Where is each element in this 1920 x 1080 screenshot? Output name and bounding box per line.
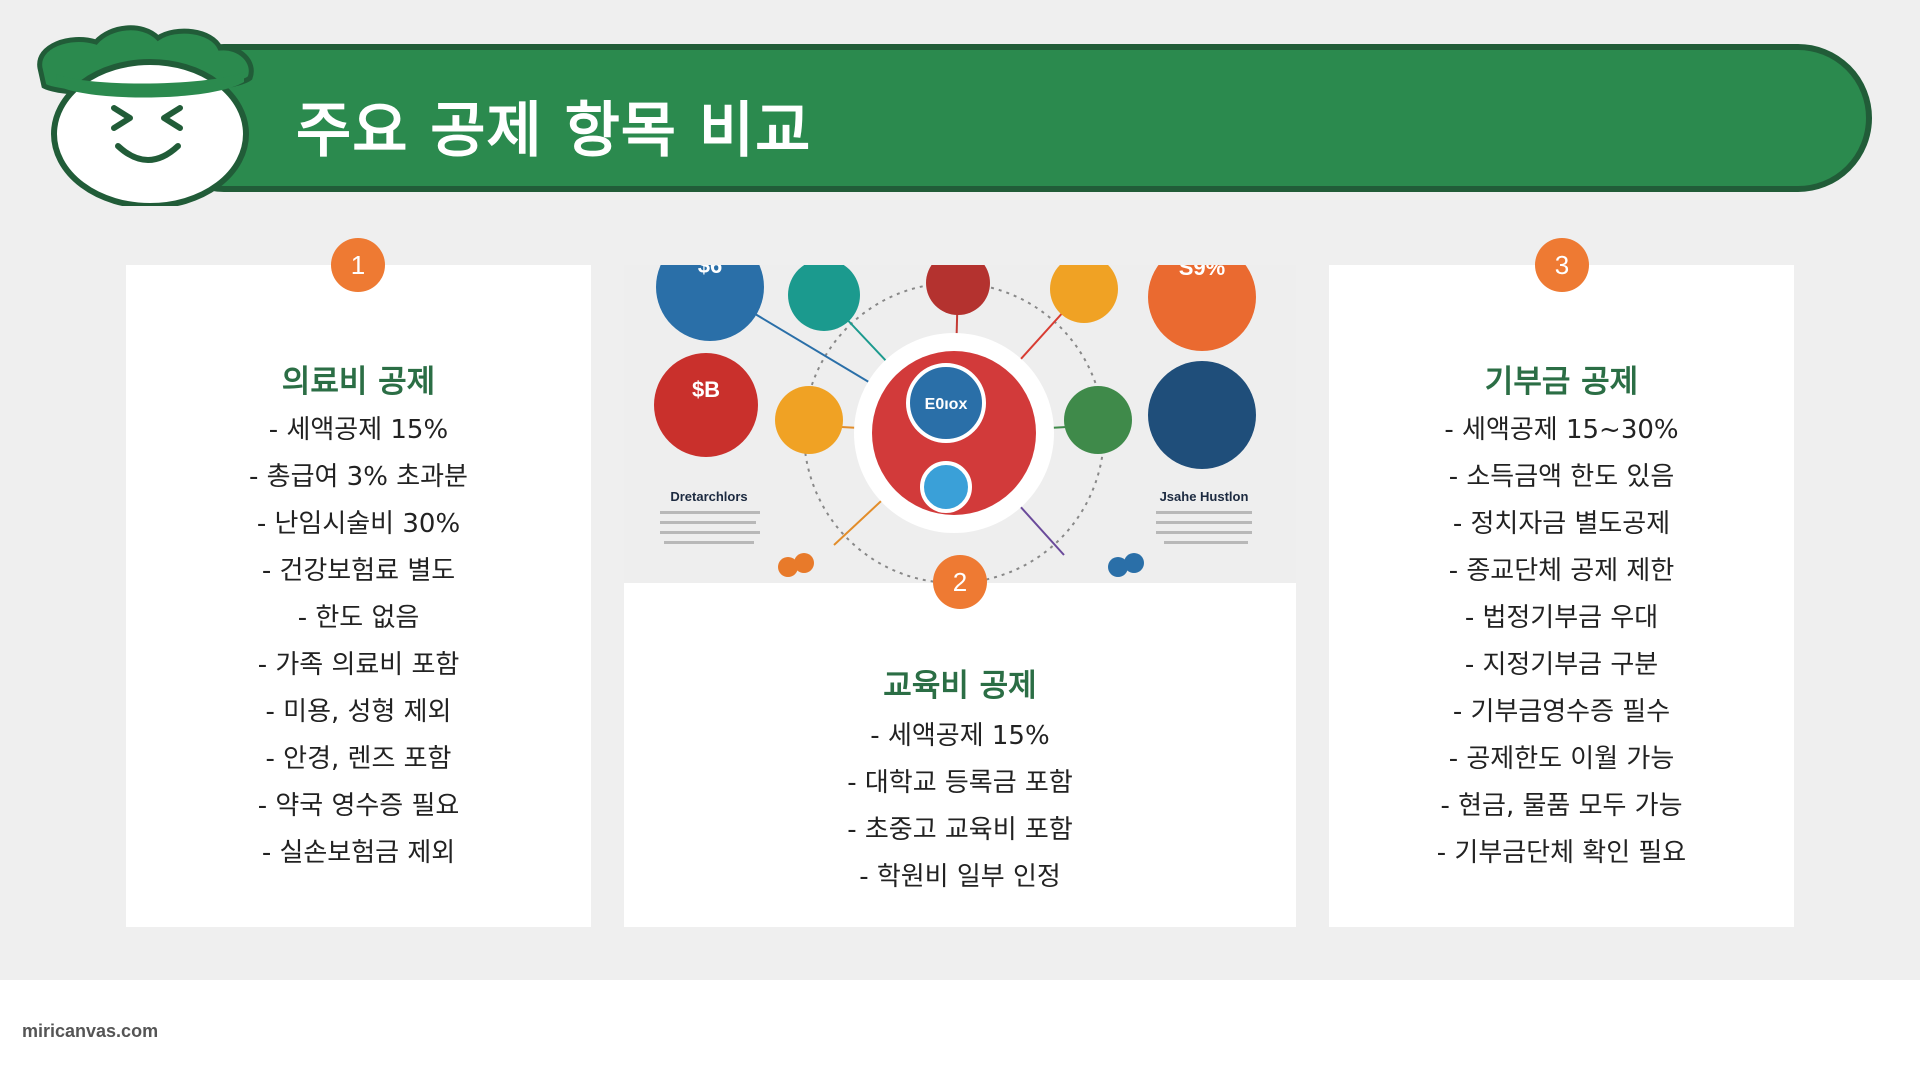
- donation-card-title: 기부금 공제: [1484, 364, 1639, 400]
- illustration-center-label: E0ıox: [925, 396, 968, 413]
- donation-card-items: - 세액공제 15~30% - 소득금액 한도 있음 - 정치자금 별도공제 -…: [1329, 407, 1794, 877]
- list-item: - 건강보험료 별도: [261, 556, 456, 586]
- list-item: - 세액공제 15%: [870, 721, 1050, 751]
- list-item: - 공제한도 이월 가능: [1448, 744, 1675, 774]
- page-title: 주요 공제 항목 비교: [296, 96, 812, 166]
- list-item: - 학원비 일부 인정: [859, 862, 1061, 892]
- card-number-badge-3: 3: [1535, 238, 1589, 292]
- list-item: - 세액공제 15~30%: [1444, 415, 1679, 445]
- list-item: - 총급여 3% 초과분: [249, 462, 468, 492]
- infographic-illustration: E0ıox $6 S9% $B Dretarchlors Jsahe Hustl…: [624, 265, 1296, 583]
- list-item: - 세액공제 15%: [268, 415, 449, 445]
- slide: 주요 공제 항목 비교 E0ıox $6 S9% $B: [37, 25, 1872, 927]
- list-item: - 법정기부금 우대: [1464, 603, 1659, 633]
- list-item: - 초중고 교육비 포함: [847, 815, 1073, 845]
- list-item: - 안경, 렌즈 포함: [265, 744, 452, 774]
- list-item: - 종교단체 공제 제한: [1448, 556, 1675, 586]
- list-item: - 가족 의료비 포함: [257, 650, 460, 680]
- illustration-left-label: Dretarchlors: [670, 489, 747, 504]
- list-item: - 기부금영수증 필수: [1452, 697, 1671, 727]
- footer-bar: [0, 980, 1920, 1080]
- illustration-top-right-value: S9%: [1179, 265, 1225, 280]
- header-banner: [150, 44, 1872, 192]
- list-item: - 기부금단체 확인 필요: [1436, 838, 1687, 868]
- illustration-left-circle-value: $B: [692, 377, 720, 402]
- illustration-right-label: Jsahe Hustlon: [1160, 489, 1249, 504]
- list-item: - 정치자금 별도공제: [1452, 509, 1671, 539]
- mascot-icon: [37, 25, 254, 206]
- list-item: - 지정기부금 구분: [1464, 650, 1659, 680]
- list-item: - 대학교 등록금 포함: [847, 768, 1073, 798]
- list-item: - 난임시술비 30%: [256, 509, 461, 539]
- footer-brand-link[interactable]: miricanvas.com: [22, 1021, 159, 1041]
- education-card-items: - 세액공제 15% - 대학교 등록금 포함 - 초중고 교육비 포함 - 학…: [624, 713, 1296, 901]
- list-item: - 실손보험금 제외: [261, 838, 456, 868]
- list-item: - 소득금액 한도 있음: [1448, 462, 1675, 492]
- medical-card: [126, 265, 591, 927]
- list-item: - 한도 없음: [297, 603, 420, 633]
- card-number-badge-2: 2: [933, 555, 987, 609]
- education-card-title: 교육비 공제: [883, 668, 1037, 704]
- illustration-top-left-value: $6: [698, 265, 722, 278]
- list-item: - 미용, 성형 제외: [265, 697, 452, 727]
- medical-card-title: 의료비 공제: [281, 364, 436, 400]
- list-item: - 현금, 물품 모두 가능: [1440, 791, 1683, 821]
- medical-card-items: - 세액공제 15% - 총급여 3% 초과분 - 난임시술비 30% - 건강…: [126, 407, 591, 877]
- list-item: - 약국 영수증 필요: [257, 791, 460, 821]
- card-number-badge-1: 1: [331, 238, 385, 292]
- donation-card: [1329, 265, 1794, 927]
